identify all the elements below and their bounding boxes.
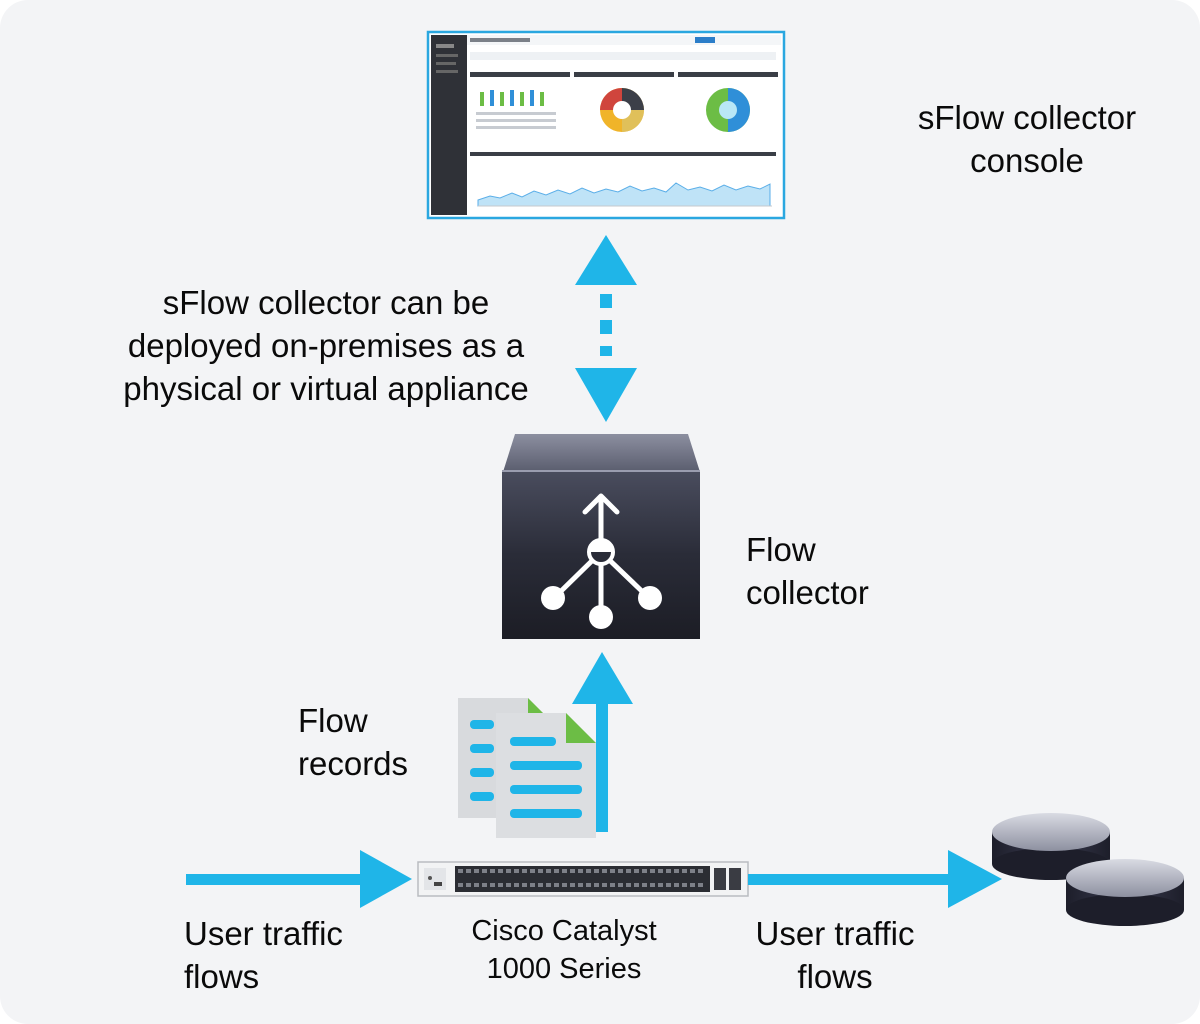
records-caption: Flow records — [298, 702, 409, 782]
outbound-traffic-arrow — [748, 850, 1002, 908]
console-caption: sFlow collector console — [917, 99, 1137, 179]
flow-collector-appliance-icon — [502, 434, 700, 639]
traffic-out-caption: User traffic flows — [755, 915, 915, 995]
collector-caption: Flow collector — [746, 531, 869, 611]
network-switch-icon — [417, 861, 749, 897]
inbound-traffic-arrow — [186, 850, 412, 908]
document-stack-icon — [458, 698, 596, 838]
bidirectional-dashed-arrow — [575, 235, 637, 422]
console-screenshot-icon — [426, 30, 786, 220]
deployment-note: sFlow collector can be deployed on-premi… — [123, 284, 529, 407]
upward-flow-arrow — [572, 652, 633, 832]
server-disk-icon — [1066, 859, 1184, 926]
switch-caption: Cisco Catalyst 1000 Series — [471, 915, 657, 985]
traffic-in-caption: User traffic flows — [184, 915, 343, 995]
